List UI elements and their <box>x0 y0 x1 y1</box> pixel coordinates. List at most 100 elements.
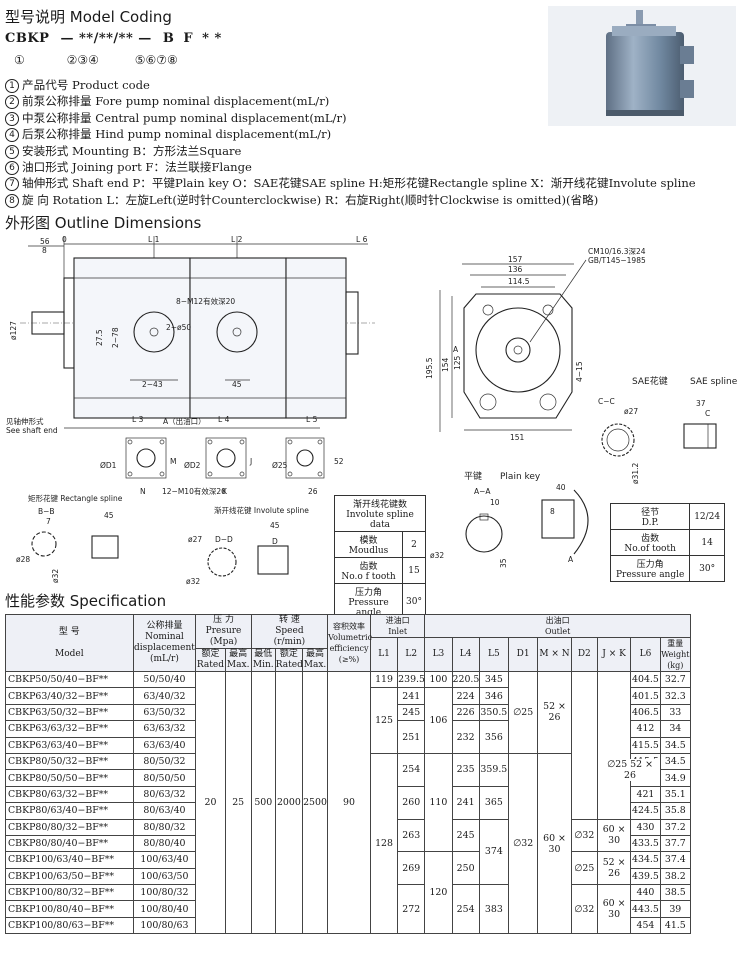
svg-text:L 5: L 5 <box>306 415 318 424</box>
col-l6: L6 <box>630 637 661 672</box>
svg-text:K: K <box>222 487 228 496</box>
pump-photo <box>548 6 736 126</box>
col-d1: D1 <box>507 637 539 672</box>
table-row: CBKP63/63/32−BF**63/63/32 251 232 356 41… <box>5 720 692 754</box>
svg-text:52: 52 <box>334 457 344 466</box>
svg-text:125: 125 <box>453 355 462 370</box>
svg-text:8: 8 <box>42 246 47 255</box>
svg-text:L 6: L 6 <box>356 235 368 244</box>
outline-heading: 外形图 Outline Dimensions <box>5 214 202 232</box>
table-row: CBKP80/50/32−BF**80/50/32 128 254 110 23… <box>5 752 692 935</box>
svg-text:ØD1: ØD1 <box>100 461 117 470</box>
svg-text:N: N <box>140 487 146 496</box>
svg-text:A: A <box>453 345 459 354</box>
svg-text:SAE花键: SAE花键 <box>632 375 668 387</box>
svg-text:A−A: A−A <box>474 487 491 496</box>
svg-text:195.5: 195.5 <box>425 357 434 379</box>
svg-text:114.5: 114.5 <box>508 277 530 286</box>
svg-text:ø32: ø32 <box>51 569 60 583</box>
svg-text:矩形花键 Rectangle spline: 矩形花键 Rectangle spline <box>28 493 123 503</box>
svg-text:45: 45 <box>104 511 114 520</box>
model-code-part: B <box>162 31 175 46</box>
svg-text:8: 8 <box>550 507 555 516</box>
svg-text:Plain key: Plain key <box>500 472 541 482</box>
svg-text:ø27: ø27 <box>188 535 202 544</box>
model-code-index-item: ① <box>14 53 25 67</box>
table-row: CBKP50/50/40−BF**50/50/40 20 25 500 2000… <box>5 670 692 935</box>
svg-text:45: 45 <box>270 521 280 530</box>
col-l4: L4 <box>451 637 480 672</box>
svg-text:B−B: B−B <box>38 507 55 516</box>
svg-text:27.5: 27.5 <box>95 329 104 346</box>
svg-text:D: D <box>272 537 278 546</box>
table-row: CBKP100/63/40−BF**100/63/40 269 120 250 … <box>5 851 692 935</box>
svg-text:CM10/16.3深24: CM10/16.3深24 <box>588 247 646 256</box>
svg-text:8−M12有效深20: 8−M12有效深20 <box>176 296 235 306</box>
svg-text:4−15: 4−15 <box>575 361 584 382</box>
svg-text:J: J <box>249 457 252 466</box>
svg-text:See shaft end: See shaft end <box>6 426 58 435</box>
svg-text:56: 56 <box>40 237 50 246</box>
svg-text:L 4: L 4 <box>218 415 230 424</box>
table-row: CBKP80/80/32−BF**80/80/32 263 245 374 ∅3… <box>5 818 692 886</box>
model-code-index-item: ⑤⑥⑦⑧ <box>134 53 178 67</box>
svg-text:C: C <box>705 409 710 418</box>
col-l1: L1 <box>369 637 399 672</box>
svg-text:ø28: ø28 <box>16 555 30 564</box>
svg-text:见轴伸形式: 见轴伸形式 <box>6 416 44 426</box>
col-l3: L3 <box>424 637 453 672</box>
svg-text:10: 10 <box>490 498 500 507</box>
table-row: CBKP63/40/32−BF**63/40/32 125 241 106 22… <box>5 687 692 754</box>
model-code: CBKP — **/**/** — B F * * <box>5 31 222 46</box>
svg-text:136: 136 <box>508 265 523 274</box>
col-l5: L5 <box>478 637 509 672</box>
svg-text:12−M10有效深20: 12−M10有效深20 <box>162 486 226 496</box>
table-row: CBKP80/63/32−BF**80/63/32 260 241 365 42… <box>5 785 692 820</box>
svg-text:Ø25: Ø25 <box>272 461 288 470</box>
d2-jk-merged-label: ∅25 52 × 26 <box>600 759 660 781</box>
svg-text:SAE spline: SAE spline <box>690 377 738 387</box>
svg-text:45: 45 <box>232 380 242 389</box>
model-coding-heading: 型号说明 Model Coding <box>5 8 172 26</box>
svg-text:7: 7 <box>46 517 51 526</box>
svg-text:40: 40 <box>556 483 566 492</box>
outline-drawing: 56 8 0 L 1 L 2 L 6 8−M12有效深20 2−ø50 ø127… <box>6 235 738 586</box>
svg-text:ø32: ø32 <box>430 551 444 560</box>
svg-text:C−C: C−C <box>598 397 615 406</box>
svg-text:151: 151 <box>510 433 525 442</box>
svg-text:0: 0 <box>62 235 67 244</box>
svg-text:ø27: ø27 <box>624 407 638 416</box>
svg-text:157: 157 <box>508 255 523 264</box>
col-jk: J × K <box>596 637 632 672</box>
svg-text:L 3: L 3 <box>132 415 144 424</box>
svg-text:2−ø50: 2−ø50 <box>166 323 191 332</box>
col-d2: D2 <box>570 637 598 672</box>
col-l2: L2 <box>397 637 426 672</box>
